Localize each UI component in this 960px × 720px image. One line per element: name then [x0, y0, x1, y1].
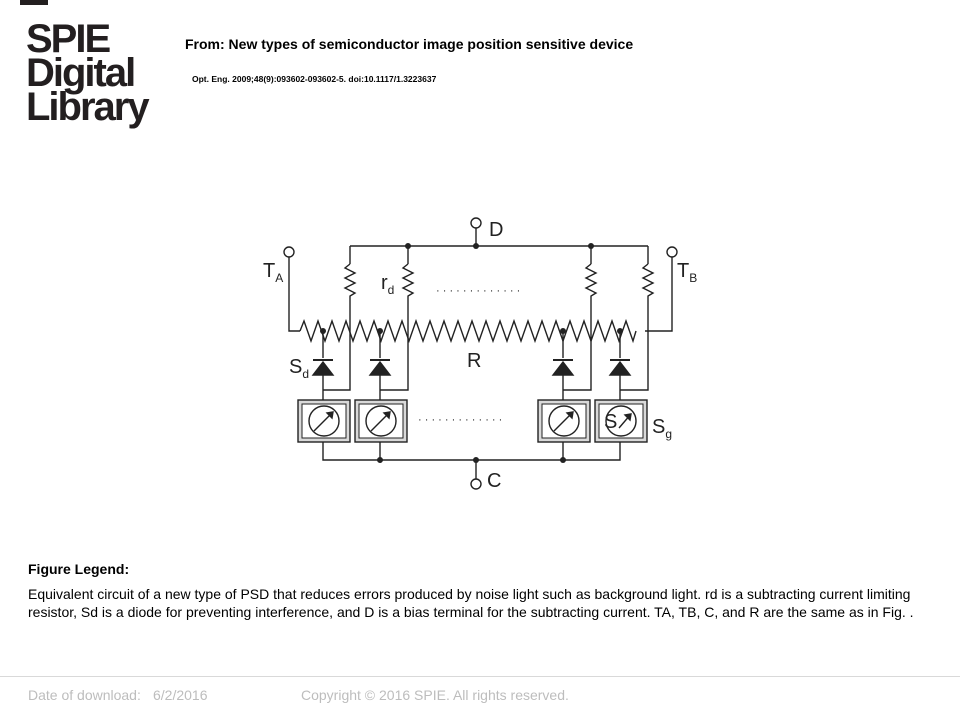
branch-3 [562, 321, 592, 400]
terminal-D [470, 217, 482, 229]
rd-resistor-1 [343, 263, 357, 321]
branch-1 [322, 321, 351, 400]
label-rd: rd [381, 272, 394, 297]
junction-dots [320, 243, 623, 463]
top-bus [349, 228, 649, 264]
label-TB: TB [677, 260, 697, 285]
download-date-label: Date of download: [28, 687, 141, 703]
bottom-bus [322, 442, 621, 479]
label-D: D [489, 219, 503, 241]
branch-4 [619, 321, 649, 400]
circuit-diagram: D C R TA TB rd Sd Sg S · · · · · · · · ·… [263, 217, 697, 492]
R-resistor [299, 318, 637, 344]
TA-lead [288, 257, 300, 332]
label-Sg: Sg [652, 416, 672, 441]
label-TA: TA [263, 260, 283, 285]
terminal-TB [666, 246, 678, 258]
terminal-TA [283, 246, 295, 258]
copyright: Copyright © 2016 SPIE. All rights reserv… [301, 687, 569, 703]
ellipsis-bottom: · · · · · · · · · · · · · [418, 414, 502, 426]
label-S-in-box: S [604, 411, 617, 433]
rd-resistor-2 [401, 263, 415, 321]
logo-line-3: Library [26, 85, 150, 129]
branch-2 [379, 321, 409, 400]
corner-mark [20, 0, 48, 5]
label-Sd: Sd [289, 356, 309, 381]
label-R: R [467, 350, 481, 372]
detector-3 [537, 399, 591, 443]
diode-4 [608, 359, 632, 376]
terminal-C [470, 478, 482, 490]
rd-resistor-4 [641, 263, 655, 321]
detector-1 [297, 399, 351, 443]
detector-2 [354, 399, 408, 443]
citation: Opt. Eng. 2009;48(9):093602-093602-5. do… [192, 74, 437, 84]
download-date: 6/2/2016 [153, 687, 208, 703]
ellipsis-top: · · · · · · · · · · · · · [436, 285, 520, 297]
figure-legend-title: Figure Legend: [28, 561, 130, 577]
footer-divider [0, 676, 960, 677]
TB-lead [645, 257, 673, 332]
logo-line-1: SPIE [26, 17, 111, 61]
diode-2 [368, 359, 392, 376]
article-title: From: New types of semiconductor image p… [185, 36, 634, 52]
diode-3 [551, 359, 575, 376]
figure-legend-text: Equivalent circuit of a new type of PSD … [28, 586, 914, 620]
spie-digital-library-logo: SPIE Digital Library [26, 17, 150, 129]
detector-Sg [594, 399, 648, 443]
rd-resistor-3 [584, 263, 598, 321]
label-C: C [487, 470, 501, 492]
diode-1 [311, 359, 335, 376]
logo-line-2: Digital [26, 51, 136, 95]
